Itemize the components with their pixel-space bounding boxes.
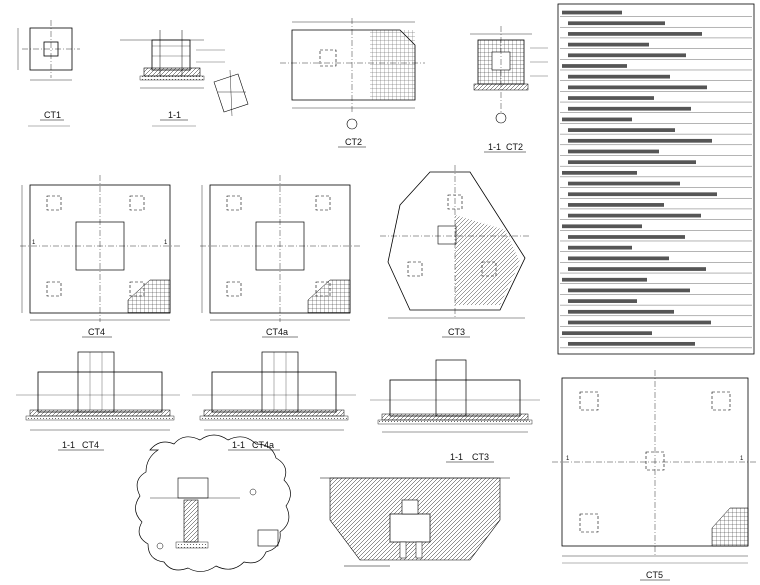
- ct1-caption: CT1: [44, 110, 61, 120]
- ct4a-section-caption: 1-1: [232, 440, 245, 450]
- notes-text-line: [562, 64, 627, 68]
- notes-text-line: [568, 74, 670, 79]
- notes-text-line: [568, 256, 669, 261]
- revision-cloud-detail: [135, 434, 291, 572]
- notes-text-line: [562, 331, 652, 336]
- notes-text-line: [568, 128, 675, 132]
- ct1-section-view: 1-1: [120, 30, 225, 127]
- notes-text-line: [568, 138, 712, 143]
- notes-text-line: [568, 235, 685, 239]
- ct5-axis-left: 1: [566, 456, 570, 462]
- notes-text-line: [568, 341, 695, 346]
- ct4a-section-view: 1-1 CT4a: [192, 351, 356, 451]
- design-notes-text-lines: [560, 10, 752, 349]
- ct2-caption: CT2: [345, 137, 362, 147]
- notes-text-line: [562, 117, 632, 122]
- notes-text-line: [568, 192, 717, 197]
- notes-text-line: [562, 224, 642, 229]
- notes-text-line: [568, 320, 711, 325]
- notes-text-line: [568, 181, 680, 186]
- notes-text-line: [568, 85, 707, 90]
- notes-text-line: [568, 21, 665, 26]
- notes-text-line: [562, 170, 637, 175]
- notes-text-line: [568, 32, 702, 36]
- notes-text-line: [568, 53, 686, 58]
- ct1-plan-view: CT1: [17, 20, 80, 127]
- ct2-section-view: 1-1 CT2: [470, 26, 548, 153]
- ct4-axis-left: 1: [32, 240, 36, 246]
- notes-text-line: [568, 149, 659, 154]
- notes-text-line: [568, 267, 706, 271]
- ct4-section-view: 1-1 CT4: [16, 351, 180, 451]
- ct4-plan-view: 1 1 CT4: [20, 175, 180, 338]
- ct4a-caption: CT4a: [266, 327, 288, 337]
- notes-text-line: [568, 288, 690, 293]
- ct5-plan-view: 1 1 CT5: [552, 370, 758, 581]
- ct4a-plan-view: CT4a: [200, 175, 360, 338]
- notes-text-line: [568, 309, 674, 314]
- notes-text-line: [562, 277, 647, 282]
- ct3-section-caption: 1-1: [450, 452, 463, 462]
- ct1-detail-sketch: [213, 69, 249, 117]
- notes-text-line: [568, 160, 696, 165]
- ct3-caption: CT3: [448, 327, 465, 337]
- design-notes-panel: [557, 3, 755, 355]
- notes-text-line: [568, 96, 654, 100]
- notes-text-line: [568, 245, 632, 250]
- pit-section-view: [320, 477, 510, 567]
- ct3-section-caption-suffix: CT3: [472, 452, 489, 462]
- ct4-section-caption: 1-1: [62, 440, 75, 450]
- ct3-plan-view: CT3: [380, 165, 530, 338]
- ct5-axis-right: 1: [740, 456, 744, 462]
- ct4-axis-right: 1: [164, 240, 168, 246]
- notes-text-line: [568, 106, 691, 111]
- ct4-section-caption-suffix: CT4: [82, 440, 99, 450]
- ct4-caption: CT4: [88, 327, 105, 337]
- ct1-section-caption: 1-1: [168, 110, 181, 120]
- ct2-plan-view: CT2: [280, 18, 425, 148]
- ct2-section-caption: 1-1: [488, 142, 501, 152]
- notes-text-line: [568, 213, 701, 218]
- ct2-section-caption-suffix: CT2: [506, 142, 523, 152]
- notes-text-line: [568, 42, 649, 47]
- ct3-section-view: 1-1 CT3: [370, 359, 540, 463]
- notes-text-line: [568, 203, 664, 207]
- ct5-caption: CT5: [646, 570, 663, 580]
- notes-text-line: [568, 299, 637, 303]
- notes-text-line: [562, 10, 622, 15]
